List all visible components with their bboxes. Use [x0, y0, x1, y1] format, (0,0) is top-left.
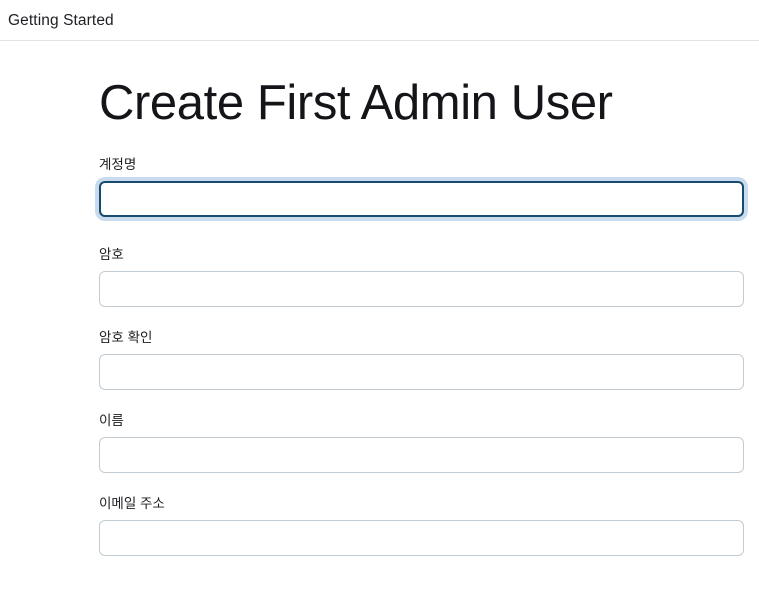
page-title: Create First Admin User — [99, 76, 613, 130]
label-email-address: 이메일 주소 — [99, 496, 165, 511]
spacer — [99, 217, 744, 246]
password-confirm-input[interactable] — [99, 354, 744, 390]
label-password: 암호 — [99, 247, 124, 262]
page-body: Create First Admin User 계정명 암호 암호 확인 이름 — [0, 41, 759, 556]
email-address-input[interactable] — [99, 520, 744, 556]
full-name-input[interactable] — [99, 437, 744, 473]
label-password-confirm: 암호 확인 — [99, 330, 153, 345]
field-full-name: 이름 — [99, 412, 744, 473]
spacer — [99, 390, 744, 412]
top-bar: Getting Started — [0, 0, 759, 41]
field-account-name: 계정명 — [99, 156, 744, 217]
spacer — [99, 473, 744, 495]
label-full-name: 이름 — [99, 413, 124, 428]
field-email-address: 이메일 주소 — [99, 495, 744, 556]
password-input[interactable] — [99, 271, 744, 307]
label-account-name: 계정명 — [99, 157, 137, 172]
breadcrumb[interactable]: Getting Started — [8, 11, 114, 29]
field-password-confirm: 암호 확인 — [99, 329, 744, 390]
spacer — [99, 307, 744, 329]
form-container: Create First Admin User 계정명 암호 암호 확인 이름 — [99, 41, 744, 556]
field-password: 암호 — [99, 246, 744, 307]
create-admin-form: 계정명 암호 암호 확인 이름 이메일 주소 — [99, 156, 744, 556]
account-name-input[interactable] — [99, 181, 744, 217]
